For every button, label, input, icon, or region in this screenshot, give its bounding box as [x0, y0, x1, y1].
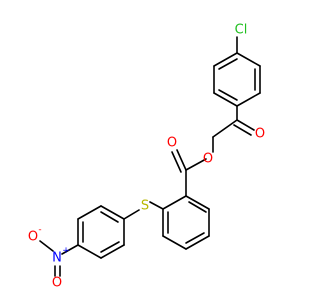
bond-c-o-carbonyl: [171, 151, 182, 173]
bond: [162, 235, 187, 250]
bond: [188, 201, 207, 213]
atom-label-o-nitro-bottom: O: [52, 276, 62, 291]
atom-label-s: S: [141, 199, 149, 214]
bond-n-o: [39, 240, 54, 252]
bond-s-c: [123, 209, 140, 220]
bond: [77, 205, 102, 220]
molecule-canvas: Cl O O O S N + O - O: [28, 23, 265, 291]
atom-label-o-ketone: O: [255, 127, 265, 142]
bond: [185, 235, 210, 250]
bond: [213, 92, 238, 107]
atom-label-o-nitro-top: O: [28, 230, 38, 245]
bond: [185, 232, 205, 244]
bond-c-n: [61, 244, 79, 255]
bond: [218, 58, 238, 70]
bond: [212, 119, 238, 138]
charge-plus-n: +: [62, 246, 70, 256]
bond: [218, 89, 238, 101]
bond: [185, 195, 210, 210]
bond-c-s: [149, 201, 164, 210]
structure-diagram: Cl O O O S N + O - O: [28, 23, 265, 291]
bond: [162, 195, 187, 210]
bond: [213, 52, 238, 67]
bond-c-o-ketone: [236, 119, 255, 131]
atom-label-n: N: [52, 251, 62, 266]
bond-c-o-ketone: [233, 124, 252, 136]
charge-minus-o: -: [38, 225, 41, 235]
bond: [236, 92, 261, 107]
atom-label-o-carbonyl: O: [167, 136, 177, 151]
bond: [100, 241, 120, 253]
chlorophenyl-ring: [213, 52, 261, 107]
atom-label-cl: Cl: [235, 23, 248, 38]
bond: [100, 211, 119, 223]
bond: [185, 158, 207, 171]
benzoate-ring: [162, 195, 210, 250]
bond: [236, 52, 261, 67]
bond: [100, 244, 125, 259]
bond: [100, 205, 125, 220]
bond: [77, 244, 102, 259]
bond-c-o-carbonyl: [176, 149, 187, 171]
nitrophenyl-ring: [77, 205, 125, 259]
atom-label-o-ester: O: [203, 152, 213, 167]
